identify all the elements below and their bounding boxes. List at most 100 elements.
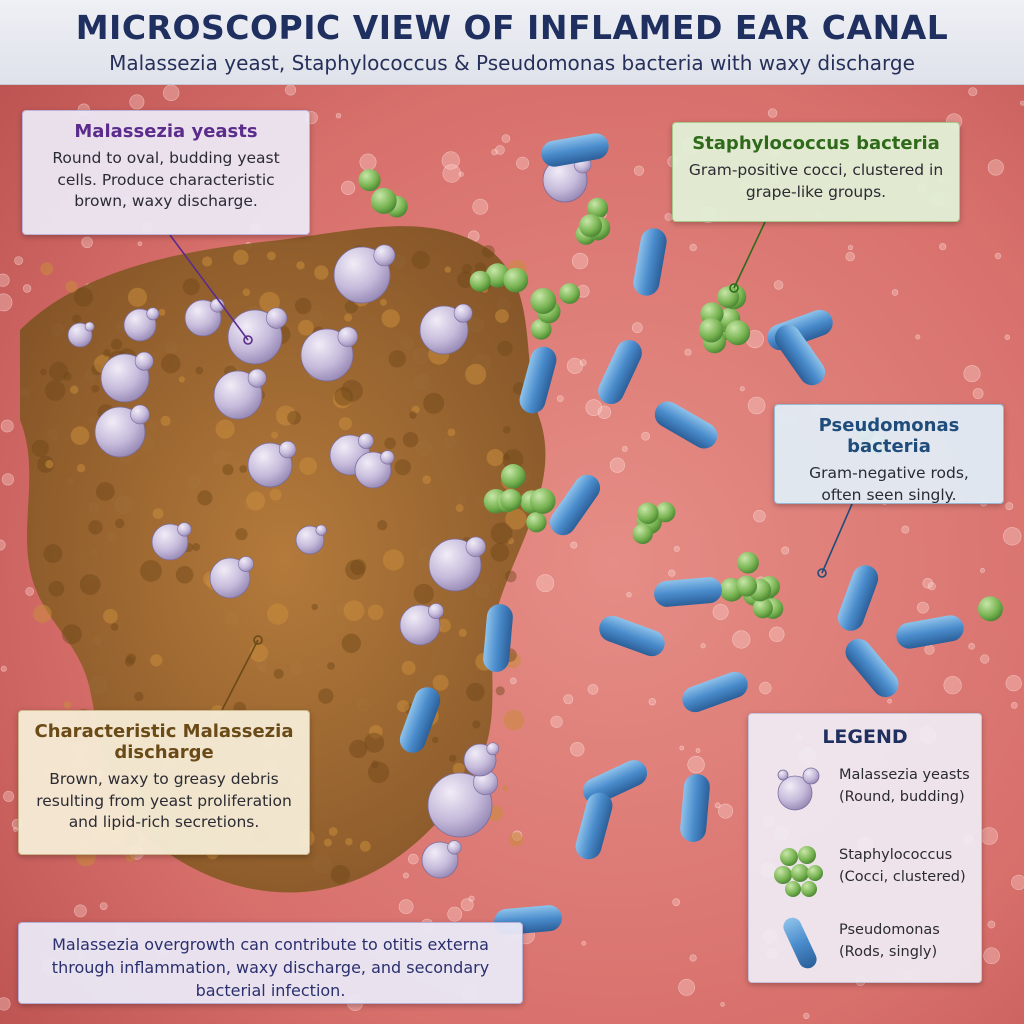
page-subtitle: Malassezia yeast, Staphylococcus & Pseud… <box>109 51 915 75</box>
tissue-bubble <box>550 715 563 728</box>
tissue-bubble <box>563 694 574 705</box>
callout-discharge-body: Brown, waxy to greasy debris resulting f… <box>36 770 292 832</box>
leader-pseudomonas <box>821 503 853 574</box>
discharge-globule <box>457 271 474 289</box>
discharge-globule <box>45 460 54 469</box>
tissue-bubble <box>495 145 505 155</box>
discharge-globule <box>111 338 123 350</box>
discharge-globule <box>367 761 390 784</box>
coccus-cell <box>370 187 397 214</box>
discharge-globule <box>296 261 305 270</box>
tissue-bubble <box>137 241 143 246</box>
legend-detail-pseudomonas: (Rods, singly) <box>839 944 938 960</box>
tissue-bubble <box>980 827 999 845</box>
discharge-globule <box>323 838 332 847</box>
rod-cell <box>682 671 748 713</box>
discharge-globule <box>65 280 78 293</box>
rod-icon <box>783 917 817 969</box>
rod-cell <box>845 638 899 698</box>
tissue-bubble <box>501 134 511 143</box>
discharge-globule <box>359 840 371 852</box>
discharge-globule <box>267 251 276 261</box>
coccus-cell <box>717 286 740 309</box>
legend-panel: LEGEND Malassezia yeasts (Round, budding… <box>748 713 982 983</box>
tissue-bubble <box>1010 702 1018 709</box>
discharge-globule <box>269 488 282 501</box>
coccus-cell <box>503 267 529 293</box>
discharge-globule <box>79 574 101 595</box>
callout-malassezia: Malassezia yeasts Round to oval, budding… <box>22 110 310 235</box>
tissue-bubble <box>648 697 656 706</box>
tissue-bubble <box>468 895 475 902</box>
discharge-globule <box>452 762 465 775</box>
tissue-bubble <box>626 591 632 598</box>
callout-malassezia-heading: Malassezia yeasts <box>74 121 258 142</box>
coccus-cell <box>530 318 552 340</box>
tissue-bubble <box>781 546 790 555</box>
discharge-globule <box>73 287 94 307</box>
tissue-bubble <box>687 755 705 774</box>
tissue-bubble <box>407 853 419 865</box>
coccus-cell <box>579 214 603 238</box>
tissue-bubble <box>609 457 626 473</box>
discharge-globule <box>127 287 148 307</box>
discharge-globule <box>103 349 111 357</box>
rod-bacteria <box>399 133 964 935</box>
rod-cell <box>519 346 557 414</box>
discharge-globule <box>411 250 430 270</box>
tissue-bubble <box>0 665 7 672</box>
discharge-globule <box>202 256 213 267</box>
discharge-globule <box>192 543 201 552</box>
coccus-cell <box>529 488 556 514</box>
yeast-bud <box>465 536 486 557</box>
discharge-globule <box>330 865 350 885</box>
tissue-bubble <box>442 164 461 183</box>
tissue-bubble <box>987 920 996 929</box>
discharge-globule <box>311 603 318 611</box>
discharge-globule <box>413 583 434 605</box>
coccus-cell <box>469 270 491 292</box>
rod-cell <box>399 687 441 753</box>
tissue-bubble <box>556 395 564 402</box>
discharge-globule <box>350 559 367 575</box>
tissue-bubble <box>398 899 414 915</box>
discharge-globule <box>63 372 72 381</box>
discharge-globule <box>505 508 527 530</box>
tissue-bubble <box>516 156 530 170</box>
discharge-globule <box>235 528 248 541</box>
callout-pseudomonas-body: Gram-negative rods, often seen singly. <box>809 464 969 504</box>
yeast-bud <box>266 307 288 329</box>
tissue-bubble <box>597 405 612 419</box>
yeast-bud <box>447 840 462 855</box>
discharge-globule <box>507 537 515 545</box>
callout-pseudomonas-heading: Pseudomonas bacteria <box>818 415 960 457</box>
coccus-cell <box>655 501 676 523</box>
discharge-globule <box>444 266 451 273</box>
tissue-bubble <box>968 642 975 650</box>
rod-cell <box>541 133 609 167</box>
tissue-bubble <box>0 273 10 287</box>
tissue-bubble <box>747 396 766 415</box>
discharge-globule <box>495 309 509 323</box>
tissue-bubble <box>668 569 676 577</box>
discharge-globule <box>298 319 314 336</box>
tissue-bubble <box>285 84 297 96</box>
discharge-globule <box>343 600 365 621</box>
yeast-cells <box>67 155 592 879</box>
yeast-bud <box>337 326 358 347</box>
tissue-bubble <box>679 745 685 751</box>
coccus-cell <box>737 551 759 574</box>
tissue-bubble <box>689 954 697 962</box>
discharge-globule <box>175 566 194 584</box>
tissue-bubble <box>773 280 784 290</box>
tissue-bubble <box>901 525 910 534</box>
tissue-bubble <box>509 677 517 685</box>
discharge-globule <box>295 297 312 315</box>
rod-cell <box>483 604 513 672</box>
tissue-bubble <box>566 357 583 374</box>
discharge-globule <box>271 431 279 439</box>
discharge-globule <box>152 508 164 519</box>
tissue-bubble <box>633 165 645 176</box>
tissue-bubble <box>335 112 342 119</box>
discharge-globule <box>40 368 47 376</box>
